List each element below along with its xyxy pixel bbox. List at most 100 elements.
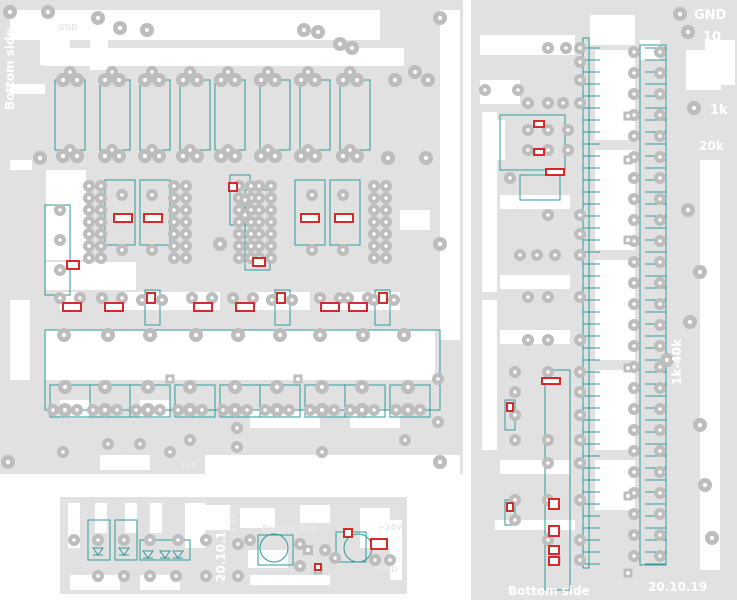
pad-hole (218, 153, 224, 159)
pad-hole (184, 232, 188, 236)
smd-resistor-body (237, 304, 253, 310)
pad-hole (658, 491, 662, 495)
smd-resistor-body (278, 294, 284, 302)
pad-hole (87, 184, 91, 188)
right-gnd-label: GND (694, 8, 727, 23)
pad-hole (60, 77, 66, 83)
pad-hole (372, 196, 376, 200)
pad-hole (145, 28, 149, 32)
pad-hole (301, 27, 307, 33)
clearance-region (500, 330, 570, 344)
pad-hole (626, 494, 630, 498)
pad-hole (258, 77, 264, 83)
pad-hole (626, 366, 630, 370)
pad-hole (218, 77, 224, 83)
pad-hole (319, 384, 325, 390)
pad-hole (188, 70, 192, 74)
pad-hole (102, 407, 108, 413)
pad-hole (658, 134, 662, 138)
pad-hole (437, 241, 443, 247)
pad-hole (257, 208, 261, 212)
pad-hole (632, 470, 636, 474)
pad-hole (578, 232, 582, 236)
pad-hole (174, 574, 178, 578)
clearance-region (590, 15, 635, 45)
pad-hole (578, 213, 582, 217)
smd-resistor-body (64, 304, 80, 310)
pad-hole (632, 491, 636, 495)
pad-hole (221, 408, 225, 412)
pad-hole (37, 155, 43, 161)
clearance-region (205, 505, 230, 530)
pad-hole (87, 208, 91, 212)
pad-hole (658, 323, 662, 327)
pad-hole (566, 128, 570, 132)
pad-hole (513, 390, 517, 394)
pad-hole (526, 101, 530, 105)
left-20k-label: 20k (180, 461, 197, 470)
copper-clearance (10, 10, 735, 590)
pad-hole (226, 70, 230, 74)
smd-component-layer (62, 120, 565, 571)
pad-hole (168, 450, 172, 454)
pad-hole (578, 438, 582, 442)
pad-hole (372, 184, 376, 188)
pad-hole (664, 357, 670, 363)
pad-hole (257, 244, 261, 248)
pad-hole (122, 574, 126, 578)
pad-hole (658, 71, 662, 75)
smd-resistor-body (547, 170, 563, 174)
pad-hole (245, 408, 249, 412)
pad-hole (148, 538, 152, 542)
pad-hole (306, 548, 310, 552)
pad-hole (249, 256, 253, 260)
pad-hole (269, 256, 273, 260)
clearance-region (480, 35, 575, 55)
pad-hole (632, 344, 636, 348)
pad-hole (45, 9, 51, 15)
pad-hole (194, 153, 200, 159)
pad-hole (61, 332, 67, 338)
pad-hole (685, 29, 691, 35)
pad-hole (341, 248, 345, 252)
pad-hole (632, 512, 636, 516)
pad-hole (632, 218, 636, 222)
pad-layer (1, 5, 719, 582)
pad-hole (360, 332, 366, 338)
pad-hole (332, 408, 336, 412)
pad-hole (632, 281, 636, 285)
smd-resistor-body (148, 294, 154, 302)
pad-hole (306, 70, 310, 74)
clearance-region (205, 455, 460, 475)
pad-hole (138, 442, 142, 446)
pad-hole (99, 196, 103, 200)
pad-hole (323, 548, 327, 552)
pad-hole (306, 148, 310, 152)
pad-hole (658, 197, 662, 201)
pad-hole (269, 244, 273, 248)
pad-hole (120, 248, 124, 252)
pad-hole (578, 461, 582, 465)
pad-hole (658, 260, 662, 264)
pad-hole (172, 184, 176, 188)
pad-hole (184, 244, 188, 248)
pad-hole (148, 574, 152, 578)
pad-hole (172, 196, 176, 200)
pad-hole (658, 155, 662, 159)
clearance-region (45, 340, 435, 380)
pad-hole (145, 407, 151, 413)
pad-hole (437, 459, 443, 465)
pad-hole (145, 384, 151, 390)
pad-hole (385, 155, 391, 161)
pad-hole (176, 408, 180, 412)
pad-hole (348, 70, 352, 74)
clearance-region (44, 48, 404, 66)
pad-hole (51, 408, 55, 412)
pad-hole (513, 413, 517, 417)
pad-hole (632, 449, 636, 453)
pad-hole (340, 77, 346, 83)
right-date-label: 20.10.19 (648, 580, 707, 594)
pad-hole (632, 239, 636, 243)
clearance-region (495, 520, 575, 530)
pad-hole (513, 438, 517, 442)
